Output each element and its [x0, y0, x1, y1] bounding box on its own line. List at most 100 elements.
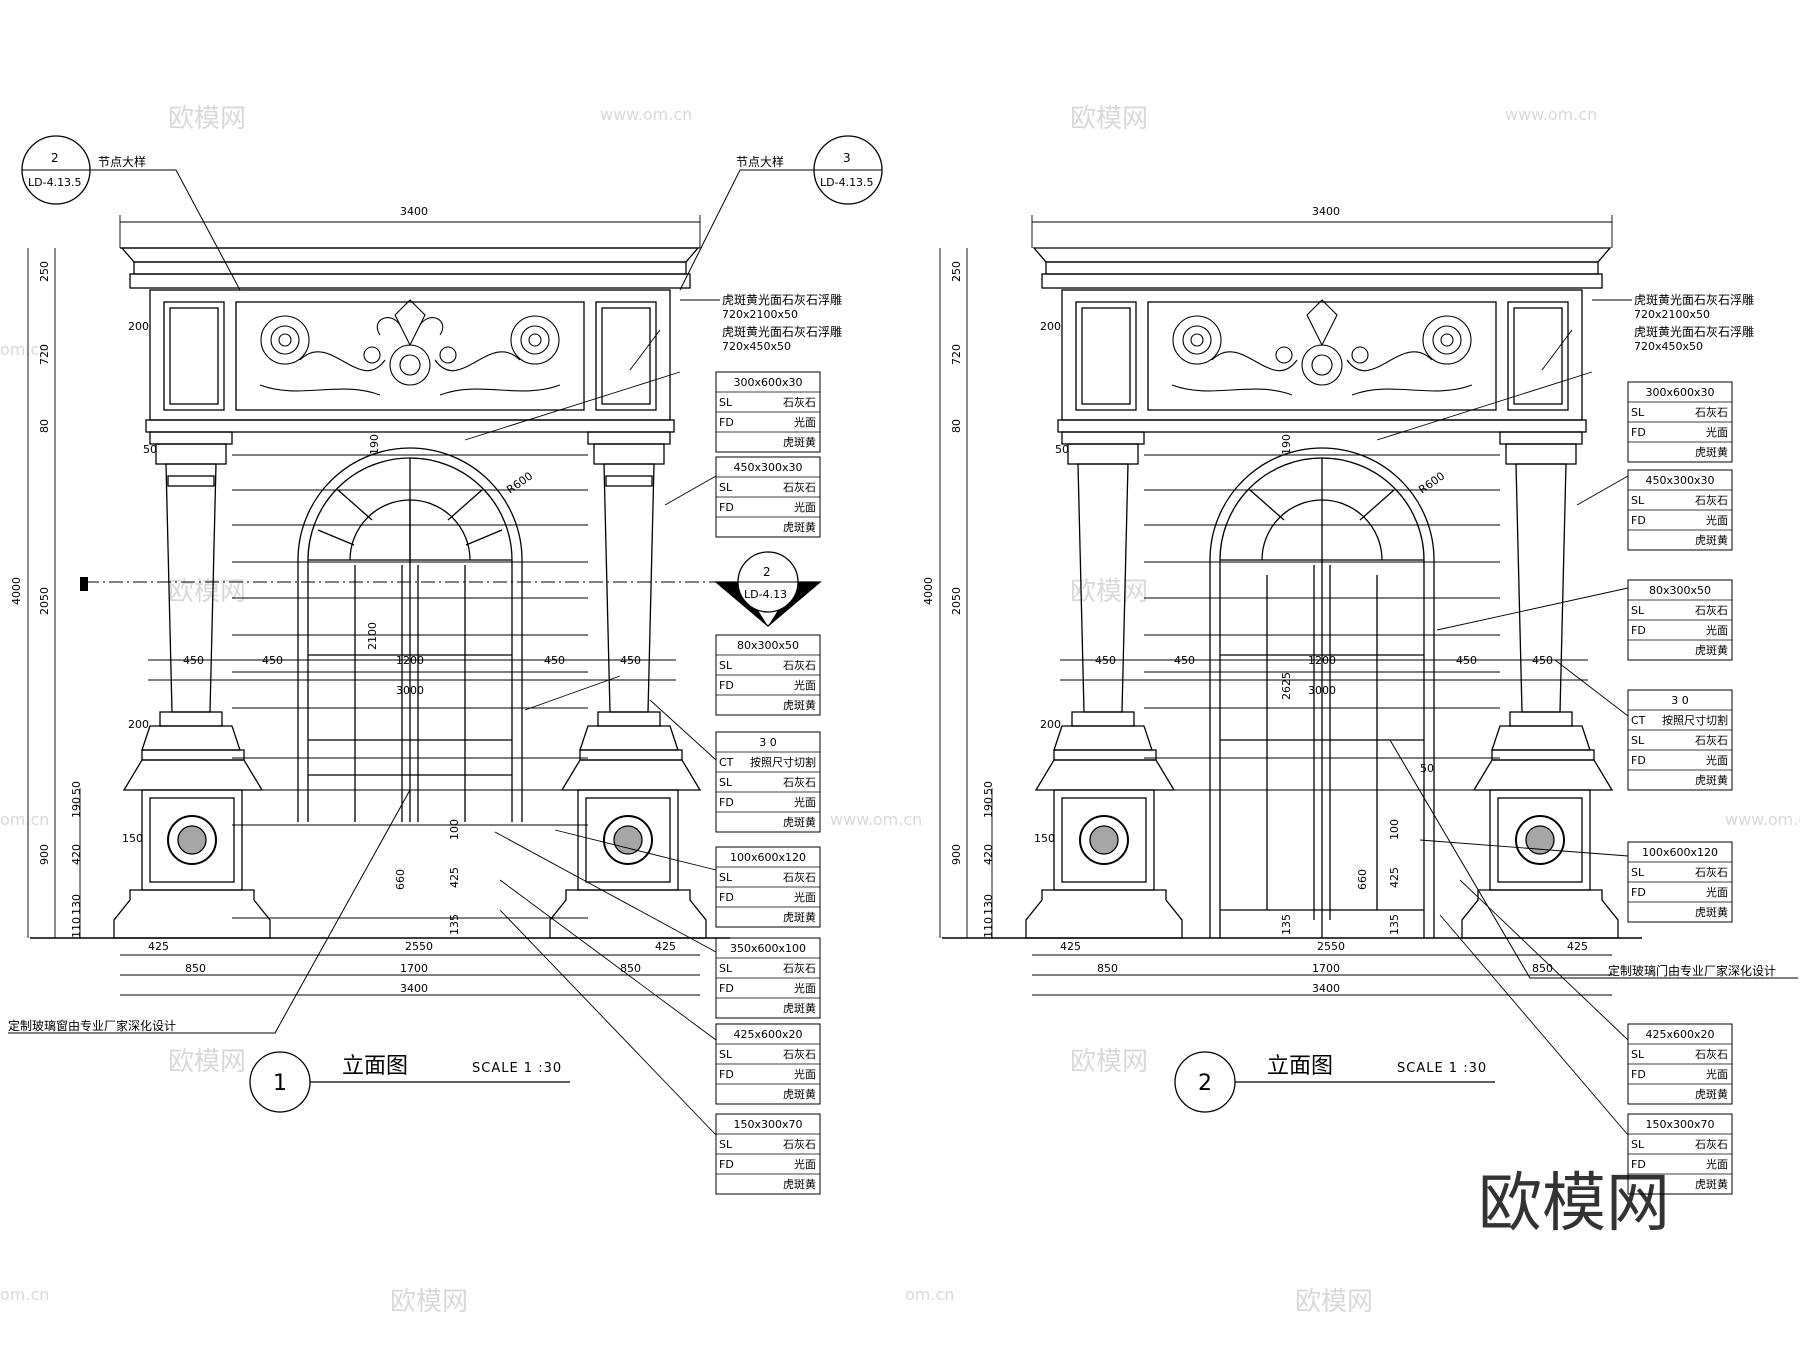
material-finish: 光面 — [794, 1157, 816, 1171]
elevation-scale: SCALE 1 :30 — [1397, 1061, 1487, 1076]
material-sl-code: SL — [719, 871, 733, 884]
dim-110: 110 — [70, 917, 83, 938]
dim-450: 450 — [620, 654, 641, 667]
dim-v660: 660 — [394, 869, 407, 890]
material-color: 虎斑黄 — [783, 1087, 816, 1101]
material-color: 虎斑黄 — [1695, 773, 1728, 787]
watermark-brand: 欧模网 — [1295, 1287, 1373, 1317]
dim-2050: 2050 — [950, 587, 963, 615]
dim-150: 150 — [1034, 832, 1055, 845]
dim-2050: 2050 — [38, 587, 51, 615]
watermark-url: www.om.cn — [1505, 105, 1597, 124]
elevation-number: 1 — [273, 1071, 287, 1096]
material-size: 80x300x50 — [1649, 584, 1711, 597]
material-fd-code: FD — [1631, 1068, 1646, 1081]
callouts: 2 LD-4.13.5 节点大样 3 LD-4.13.5 节点大样 2 LD-4… — [8, 135, 1798, 1136]
dim-v190: 190 — [1280, 434, 1293, 455]
cornice-band — [129, 273, 691, 289]
material-size: 425x600x20 — [1645, 1028, 1714, 1041]
dim-130: 130 — [70, 894, 83, 915]
lintel — [145, 419, 675, 433]
material-size: 80x300x50 — [737, 639, 799, 652]
dim-130: 130 — [982, 894, 995, 915]
material-color: 虎斑黄 — [1695, 905, 1728, 919]
watermark-url: om.cn — [0, 810, 49, 829]
material-stone: 石灰石 — [783, 775, 816, 789]
material-fd-code: FD — [1631, 426, 1646, 439]
dim-v425: 425 — [448, 867, 461, 888]
brand-logo-text: 欧模网 — [1478, 1167, 1670, 1241]
elevation-title: 立面图 — [1267, 1054, 1333, 1079]
material-cut-code: CT — [1631, 714, 1646, 727]
note-glass-door: 定制玻璃门由专业厂家深化设计 — [1608, 963, 1776, 978]
dim-250: 250 — [950, 261, 963, 282]
callout-label: 节点大样 — [98, 154, 146, 169]
material-stone: 石灰石 — [783, 1047, 816, 1061]
material-sl-code: SL — [1631, 1048, 1645, 1061]
dim-450: 450 — [1532, 654, 1553, 667]
material-size: 100x600x120 — [730, 851, 806, 864]
dim-720: 720 — [950, 344, 963, 365]
dim-v2100: 2100 — [366, 622, 379, 650]
dim-v2625: 2625 — [1280, 672, 1293, 700]
material-fd-code: FD — [719, 1068, 734, 1081]
dim-2550: 2550 — [1317, 940, 1345, 953]
dim-200: 200 — [128, 718, 149, 731]
watermark-brand: 欧模网 — [390, 1287, 468, 1317]
material-stone: 石灰石 — [1695, 1047, 1728, 1061]
dim-450: 450 — [262, 654, 283, 667]
radius-label: R600 — [504, 469, 535, 496]
material-sl-code: SL — [719, 776, 733, 789]
dim-450: 450 — [1174, 654, 1195, 667]
material-finish: 光面 — [1706, 753, 1728, 767]
material-size: 425x600x20 — [733, 1028, 802, 1041]
cornice-top — [120, 247, 700, 263]
material-stone: 石灰石 — [783, 480, 816, 494]
material-finish: 光面 — [794, 415, 816, 429]
dim-3400: 3400 — [1312, 982, 1340, 995]
dim-190: 190 — [70, 797, 83, 818]
note-glass-window: 定制玻璃窗由专业厂家深化设计 — [8, 1018, 176, 1033]
note-carving-2-size: 720x450x50 — [1634, 340, 1703, 353]
dim-720: 720 — [38, 344, 51, 365]
material-fd-code: FD — [1631, 1158, 1646, 1171]
material-fd-code: FD — [719, 891, 734, 904]
material-fd-code: FD — [719, 416, 734, 429]
arched-door — [1209, 447, 1435, 938]
material-color: 虎斑黄 — [783, 1177, 816, 1191]
material-size: 450x300x30 — [733, 461, 802, 474]
material-stone: 石灰石 — [783, 1137, 816, 1151]
material-sl-code: SL — [719, 1048, 733, 1061]
dim-450: 450 — [183, 654, 204, 667]
material-color: 虎斑黄 — [783, 815, 816, 829]
watermark-brand: 欧模网 — [168, 577, 246, 607]
dim-1200: 1200 — [1308, 654, 1336, 667]
material-fd-code: FD — [719, 679, 734, 692]
dim-80: 80 — [38, 419, 51, 433]
material-sl-code: SL — [1631, 604, 1645, 617]
elevation-scale: SCALE 1 :30 — [472, 1061, 562, 1076]
material-fd-code: FD — [719, 1158, 734, 1171]
material-finish: 光面 — [1706, 513, 1728, 527]
dim-425: 425 — [1060, 940, 1081, 953]
cornice-band — [133, 261, 687, 275]
dim-v135: 135 — [1388, 914, 1401, 935]
dim-850: 850 — [1097, 962, 1118, 975]
material-sl-code: SL — [1631, 494, 1645, 507]
column-left — [1025, 431, 1183, 939]
dim-total-width: 3400 — [400, 205, 428, 218]
material-stone: 石灰石 — [1695, 405, 1728, 419]
dim-425: 425 — [655, 940, 676, 953]
dim-height-total: 4000 — [10, 577, 23, 605]
elevation-2 — [942, 247, 1642, 939]
material-finish: 光面 — [1706, 1157, 1728, 1171]
